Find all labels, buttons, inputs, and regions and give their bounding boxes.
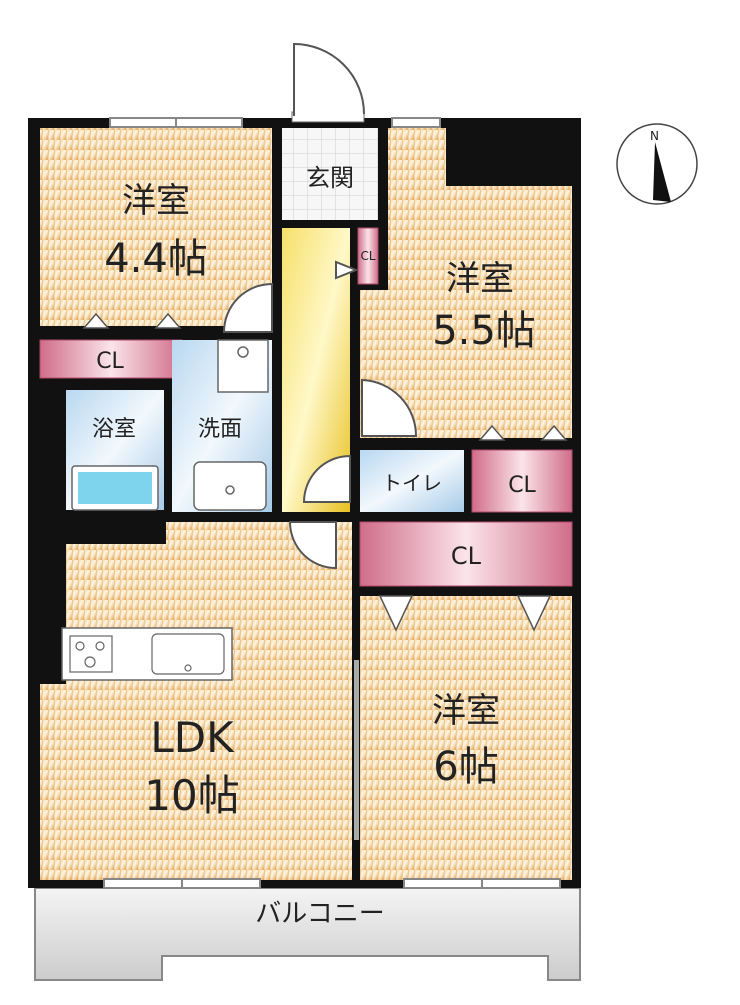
closet-entrance-label: CL [360,249,375,263]
bedroom-c-size: 6帖 [433,744,498,790]
entrance-label: 玄関 [306,164,354,192]
ldk-size: 10帖 [144,771,239,820]
kitchen-counter [61,627,233,681]
washroom-label: 洗面 [198,417,242,442]
bath-label: 浴室 [92,417,136,442]
bathtub [71,465,159,511]
toilet-label: トイレ [382,471,442,495]
balcony [34,887,581,981]
closet-a [39,339,183,379]
balcony-label: バルコニー [255,899,384,929]
closet-entrance [357,227,379,285]
bedroom-a-name: 洋室 [122,181,190,221]
bedroom-a-floor [40,128,272,326]
entrance-floor [282,128,378,220]
closet-a-label: CL [96,349,124,374]
closet-b-label: CL [508,473,536,498]
bedroom-c-name: 洋室 [432,691,500,731]
windows [103,117,561,889]
closet-c-label: CL [451,542,482,570]
bedroom-c-floor [360,596,572,880]
compass: N [616,123,698,205]
closet-c [359,521,573,587]
ldk-floor [40,522,352,880]
toilet-floor [360,450,464,512]
ldk-name: LDK [150,713,235,762]
bedroom-a-size: 4.4帖 [104,236,208,282]
washroom-fixtures [193,339,269,511]
bedroom-b-floor [360,128,572,438]
bedroom-b-name: 洋室 [446,259,514,299]
bedroom-b-size: 5.5帖 [432,308,536,354]
entrance-door[interactable] [291,42,365,123]
interior-doors [222,260,418,570]
compass-north-label: N [650,129,659,143]
sliding-partition [354,660,359,840]
closet-door-markers [82,312,568,632]
closet-b [471,449,573,513]
